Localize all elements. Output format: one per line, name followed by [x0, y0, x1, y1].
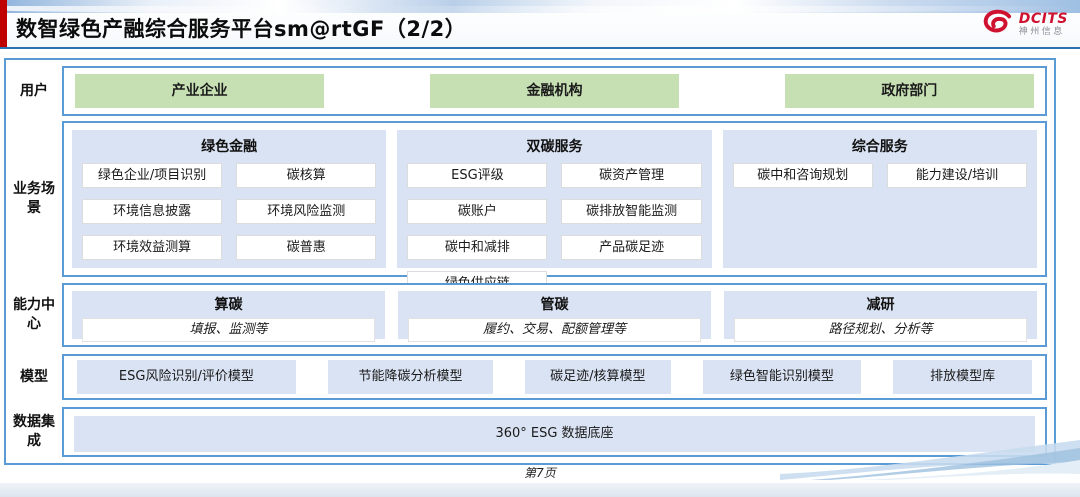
scenario-item: 碳账户 [407, 199, 548, 224]
row-data-integration: 数据集成 360° ESG 数据底座 [6, 407, 1054, 457]
panel-title-comprehensive: 综合服务 [851, 139, 908, 155]
row-users: 用户 产业企业 金融机构 政府部门 [6, 66, 1054, 116]
capability-manage-carbon: 管碳 履约、交易、配额管理等 [398, 291, 711, 342]
scenario-item: 碳资产管理 [561, 163, 702, 188]
users-row-box: 产业企业 金融机构 政府部门 [62, 66, 1047, 116]
scenario-item: 碳核算 [236, 163, 377, 188]
capability-desc: 填报、监测等 [82, 318, 375, 342]
scenario-item: 绿色企业/项目识别 [82, 163, 223, 188]
scenario-item: 环境风险监测 [236, 199, 377, 224]
row-label-users: 用户 [20, 82, 48, 99]
model-box: 碳足迹/核算模型 [525, 360, 671, 394]
bottom-bar-decoration [0, 483, 1080, 497]
scenario-item: 环境信息披露 [82, 199, 223, 224]
scenario-item: 碳中和咨询规划 [732, 163, 873, 188]
scenario-item: 产品碳足迹 [561, 235, 702, 260]
model-box: ESG风险识别/评价模型 [77, 360, 296, 394]
user-box-finance: 金融机构 [429, 74, 680, 108]
row-capabilities: 能力中心 算碳 填报、监测等 管碳 履约、交易、配额管理等 减研 路径规划、分析… [6, 283, 1054, 347]
scenario-item: ESG评级 [407, 163, 548, 188]
header-swoosh-decoration [0, 0, 1080, 13]
architecture-frame: 用户 产业企业 金融机构 政府部门 业务场景 绿色金融 绿色企业/项目识别 碳核… [4, 58, 1056, 465]
row-models: 模型 ESG风险识别/评价模型 节能降碳分析模型 碳足迹/核算模型 绿色智能识别… [6, 354, 1054, 400]
dcits-swirl-icon [980, 8, 1014, 40]
dcits-logo: DCITS 神州信息 [980, 8, 1068, 40]
scenario-item: 碳排放智能监测 [561, 199, 702, 224]
panel-dual-carbon: 双碳服务 ESG评级 碳资产管理 碳账户 碳排放智能监测 碳中和减排 产品碳足迹… [397, 130, 712, 296]
header-divider [0, 47, 1080, 49]
scenario-item: 环境效益测算 [82, 235, 223, 260]
capability-desc: 路径规划、分析等 [734, 318, 1027, 342]
bottom-swoosh-decoration [780, 440, 1080, 484]
capability-calc-carbon: 算碳 填报、监测等 [72, 291, 385, 342]
panel-title-green-finance: 绿色金融 [201, 139, 258, 155]
row-label-scenarios: 业务场景 [13, 181, 55, 216]
capability-title: 算碳 [214, 297, 243, 313]
logo-brand-text: DCITS [1018, 10, 1068, 27]
row-label-models: 模型 [20, 368, 48, 385]
red-accent-bar [0, 0, 7, 47]
panel-comprehensive: 综合服务 碳中和咨询规划 能力建设/培训 [722, 130, 1037, 268]
page-number: 第7页 [524, 466, 556, 480]
scenario-item: 碳中和减排 [407, 235, 548, 260]
row-scenarios: 业务场景 绿色金融 绿色企业/项目识别 碳核算 环境信息披露 环境风险监测 环境… [6, 121, 1054, 296]
data-row-box: 360° ESG 数据底座 [62, 407, 1047, 457]
user-box-government: 政府部门 [784, 74, 1034, 108]
panel-title-dual-carbon: 双碳服务 [526, 139, 583, 155]
header-background [0, 13, 1080, 47]
capability-title: 管碳 [540, 297, 569, 313]
model-box: 绿色智能识别模型 [702, 360, 862, 394]
model-box: 排放模型库 [893, 360, 1032, 394]
user-box-industry: 产业企业 [75, 74, 325, 108]
scenario-item: 能力建设/培训 [886, 163, 1027, 188]
model-box: 节能降碳分析模型 [327, 360, 494, 394]
scenario-item: 碳普惠 [236, 235, 377, 260]
page-title: 数智绿色产融综合服务平台sm@rtGF（2/2） [16, 17, 467, 41]
capability-title: 减研 [866, 297, 895, 313]
data-foundation-box: 360° ESG 数据底座 [74, 416, 1035, 452]
capability-desc: 履约、交易、配额管理等 [408, 318, 701, 342]
panel-green-finance: 绿色金融 绿色企业/项目识别 碳核算 环境信息披露 环境风险监测 环境效益测算 … [72, 130, 387, 268]
capability-reduce-research: 减研 路径规划、分析等 [724, 291, 1037, 342]
row-label-data-integration: 数据集成 [13, 414, 55, 449]
scenarios-row-box: 绿色金融 绿色企业/项目识别 碳核算 环境信息披露 环境风险监测 环境效益测算 … [62, 121, 1047, 296]
logo-subbrand-text: 神州信息 [1018, 26, 1065, 37]
models-row-box: ESG风险识别/评价模型 节能降碳分析模型 碳足迹/核算模型 绿色智能识别模型 … [62, 354, 1047, 400]
row-label-capabilities: 能力中心 [13, 297, 55, 332]
capabilities-row-box: 算碳 填报、监测等 管碳 履约、交易、配额管理等 减研 路径规划、分析等 [62, 283, 1047, 347]
